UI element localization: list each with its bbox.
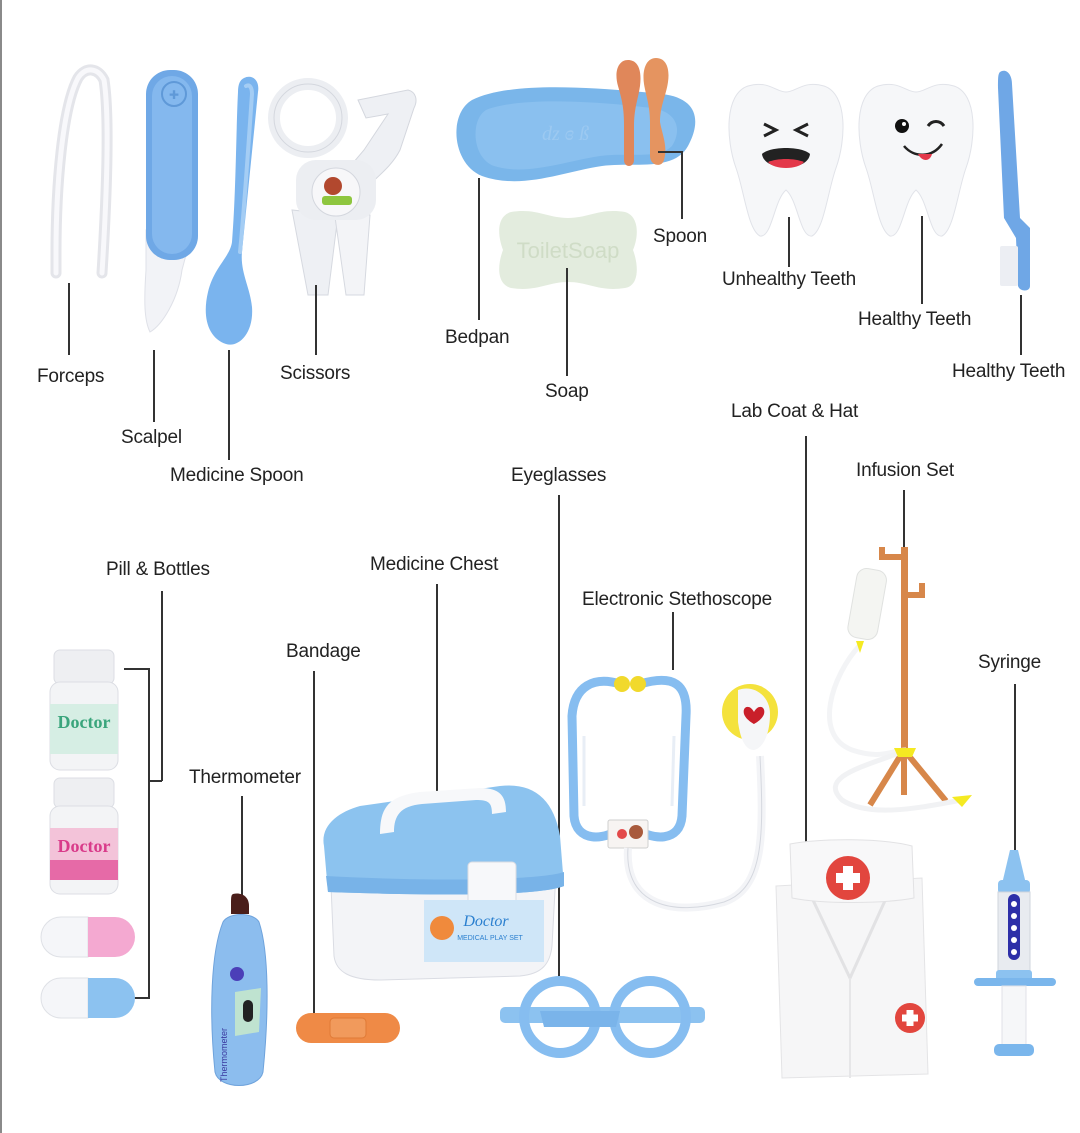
stethoscope-leader-line bbox=[672, 612, 674, 670]
bottle-label-green: Doctor bbox=[58, 712, 111, 732]
chest-sublabel-text: MEDICAL PLAY SET bbox=[457, 935, 523, 942]
soap-emboss-text: ToiletSoap bbox=[517, 238, 620, 263]
thermometer-label: Thermometer bbox=[189, 767, 301, 788]
pill-bottles-leader-line bbox=[161, 591, 163, 781]
electronic-stethoscope-label: Electronic Stethoscope bbox=[582, 589, 772, 610]
scalpel-label: Scalpel bbox=[121, 427, 182, 448]
forceps-leader-line bbox=[68, 283, 70, 355]
pill-bottle-pink-image: Doctor bbox=[49, 776, 119, 896]
thermometer-device-text: Thermometer bbox=[219, 1028, 229, 1082]
healthy-teeth-leader-line bbox=[921, 216, 923, 304]
pill-bottle-green-image: Doctor bbox=[49, 648, 119, 772]
thermometer-image: Thermometer bbox=[205, 892, 275, 1092]
medicine-spoon-label: Medicine Spoon bbox=[170, 465, 304, 486]
spoons-image bbox=[612, 56, 672, 171]
healthy-teeth-brush-label: Healthy Teeth bbox=[952, 361, 1066, 382]
eyeglasses-label: Eyeglasses bbox=[511, 465, 607, 486]
unhealthy-teeth-label: Unhealthy Teeth bbox=[722, 269, 856, 290]
medicine-chest-image: Doctor MEDICAL PLAY SET bbox=[320, 776, 565, 986]
unhealthy-tooth-image bbox=[728, 80, 844, 240]
bottle-label-pink: Doctor bbox=[58, 836, 111, 856]
spoon-label: Spoon bbox=[653, 226, 707, 247]
scalpel-leader-line bbox=[153, 350, 155, 422]
forceps-image bbox=[48, 64, 113, 283]
bedpan-leader-line bbox=[478, 178, 480, 320]
healthy-teeth-label: Healthy Teeth bbox=[858, 309, 972, 330]
medicine-chest-label: Medicine Chest bbox=[370, 554, 499, 575]
infusion-set-image bbox=[822, 545, 982, 825]
pill-bottles-bracket-v bbox=[148, 668, 150, 998]
stethoscope-image bbox=[564, 666, 784, 916]
pill-bottles-bracket-h2 bbox=[148, 780, 162, 782]
eyeglasses-image bbox=[500, 975, 705, 1065]
pill-bottles-label: Pill & Bottles bbox=[106, 559, 210, 580]
spoon-leader-line-h bbox=[658, 151, 682, 153]
infusion-set-label: Infusion Set bbox=[856, 460, 954, 481]
unhealthy-teeth-leader-line bbox=[788, 217, 790, 267]
svg-text:✚: ✚ bbox=[169, 88, 179, 102]
eyeglasses-leader-line bbox=[558, 495, 560, 980]
pill-pink-image bbox=[40, 916, 136, 958]
bedpan-label: Bedpan bbox=[445, 327, 510, 348]
pill-blue-image bbox=[40, 977, 136, 1019]
lab-coat-image bbox=[772, 838, 932, 1083]
soap-leader-line bbox=[566, 268, 568, 376]
thermometer-leader-line bbox=[241, 796, 243, 896]
soap-image: ToiletSoap bbox=[497, 208, 639, 292]
pill-bottles-bracket-h1 bbox=[124, 668, 150, 670]
chest-label-text: Doctor bbox=[462, 913, 509, 930]
medicine-spoon-image bbox=[202, 72, 264, 347]
image-frame-edge bbox=[0, 0, 2, 1133]
scissors-image bbox=[268, 78, 418, 300]
bandage-label: Bandage bbox=[286, 641, 361, 662]
scissors-label: Scissors bbox=[280, 363, 351, 384]
syringe-leader-line bbox=[1014, 684, 1016, 862]
medicine-chest-leader-line bbox=[436, 584, 438, 796]
scalpel-image: ✚ bbox=[138, 70, 200, 335]
toothbrush-image bbox=[994, 68, 1038, 293]
syringe-image bbox=[972, 850, 1058, 1065]
bandage-image bbox=[296, 1013, 400, 1043]
bandage-leader-line bbox=[313, 671, 315, 1016]
scissors-leader-line bbox=[315, 285, 317, 355]
syringe-label: Syringe bbox=[978, 652, 1042, 673]
spoon-leader-line bbox=[681, 151, 683, 219]
svg-text:ǳ ɞ ß: ǳ ɞ ß bbox=[542, 123, 589, 145]
healthy-tooth-image bbox=[858, 80, 974, 240]
toothbrush-leader-line bbox=[1020, 295, 1022, 355]
lab-coat-hat-label: Lab Coat & Hat bbox=[731, 401, 859, 422]
pill-bottles-bracket-h3 bbox=[134, 997, 150, 999]
lab-coat-leader-line bbox=[805, 436, 807, 856]
forceps-label: Forceps bbox=[37, 366, 105, 387]
medicine-spoon-leader-line bbox=[228, 350, 230, 460]
infusion-set-leader-line bbox=[903, 490, 905, 550]
soap-label: Soap bbox=[545, 381, 589, 402]
